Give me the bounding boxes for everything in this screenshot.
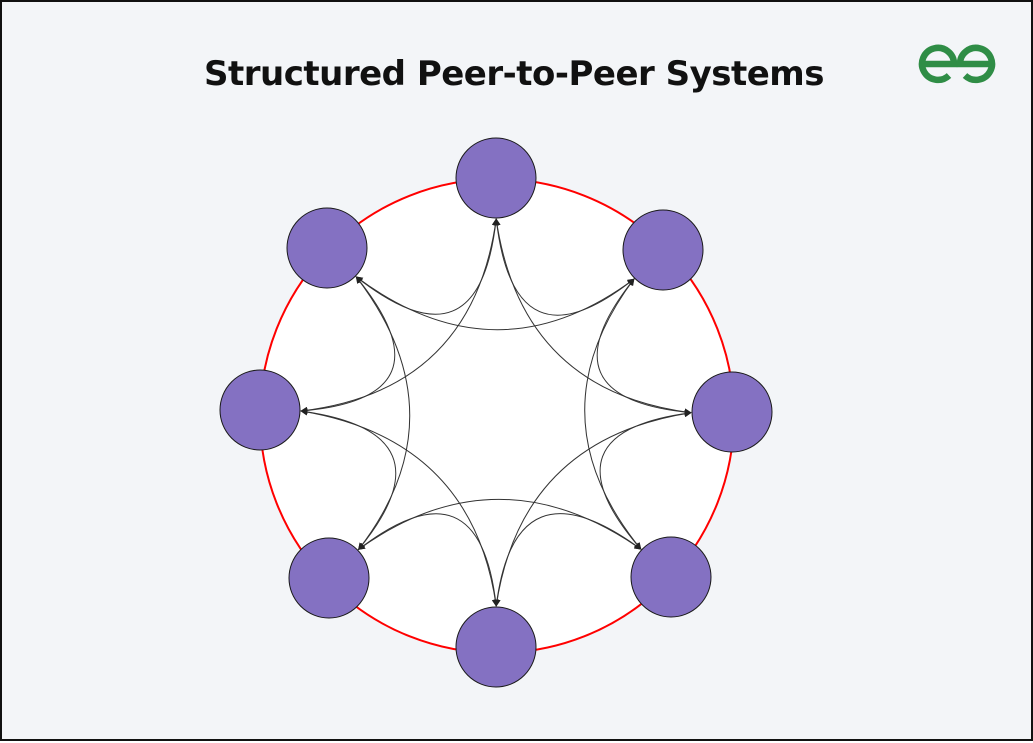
peer-nodes — [219, 137, 773, 688]
connection-edges — [300, 218, 692, 607]
peer-node — [219, 369, 301, 451]
peer-node — [691, 371, 773, 453]
connection-edge — [355, 218, 499, 315]
page-title: Structured Peer-to-Peer Systems — [204, 54, 824, 94]
peer-node — [455, 137, 537, 219]
geeksforgeeks-logo-icon — [918, 44, 996, 84]
connection-edge — [355, 276, 635, 331]
connection-edge — [493, 513, 642, 607]
peer-node — [622, 209, 704, 291]
peer-node — [288, 537, 370, 619]
peer-node — [286, 207, 368, 289]
peer-node — [630, 536, 712, 618]
connection-edge — [300, 408, 397, 551]
peer-node — [455, 606, 537, 688]
connection-edge — [596, 278, 692, 416]
